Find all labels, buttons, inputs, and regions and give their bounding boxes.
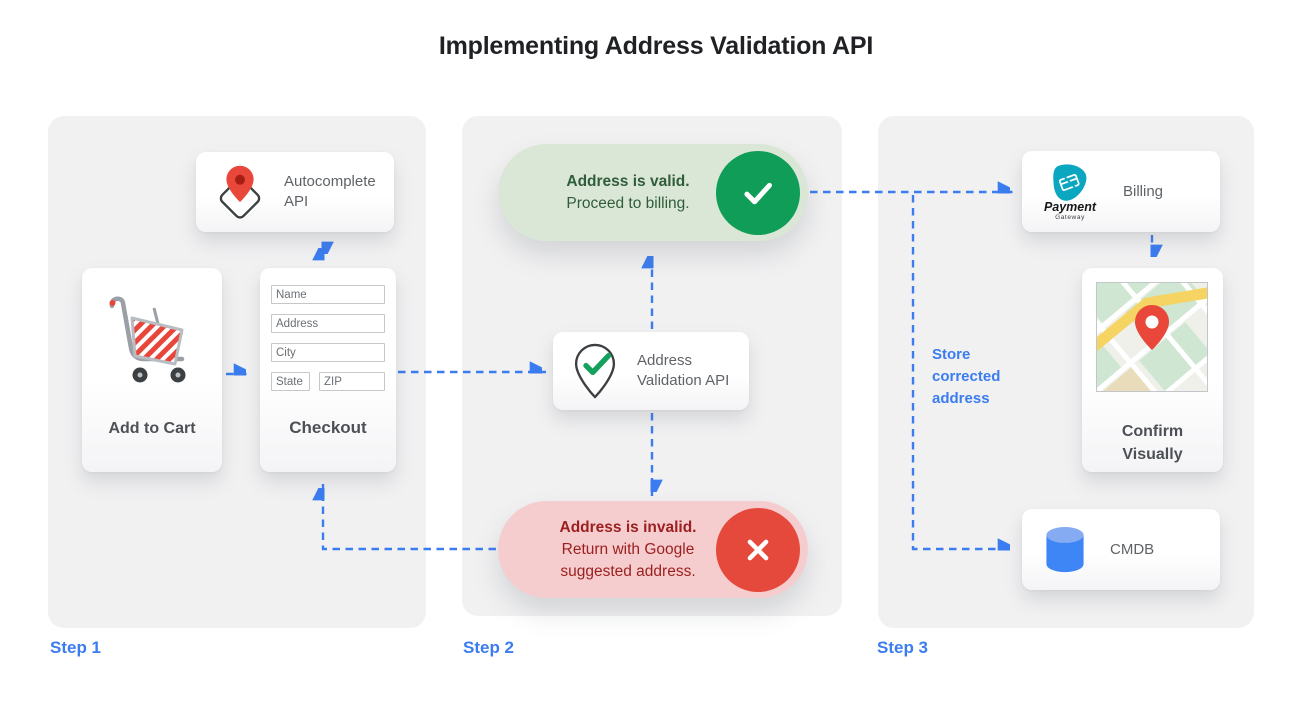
map-pin-diamond-icon (219, 165, 261, 219)
map-thumbnail-pin-icon (1096, 282, 1208, 392)
address-field[interactable] (271, 314, 385, 333)
address-validation-api-node[interactable]: Address Validation API (553, 332, 749, 410)
database-cylinder-icon (1046, 526, 1084, 572)
invalid-title: Address is invalid. (559, 518, 697, 536)
billing-label: Billing (1123, 182, 1164, 200)
checkout-form (271, 285, 385, 401)
confirm-visually-label: Confirm Visually (1121, 423, 1184, 464)
x-circle-icon (716, 507, 800, 592)
confirm-visually-node[interactable]: Confirm Visually (1082, 268, 1223, 472)
check-circle-icon (716, 150, 800, 235)
address-invalid-banner: Address is invalid. Return with Google s… (498, 501, 808, 598)
add-to-cart-label: Add to Cart (108, 420, 196, 437)
address-validation-api-label: Address Validation API (637, 352, 730, 389)
valid-title: Address is valid. (566, 172, 690, 190)
cmdb-label: CMDB (1110, 540, 1155, 558)
address-valid-banner: Address is valid. Proceed to billing. (498, 144, 808, 241)
name-field[interactable] (271, 285, 385, 304)
step3-label: Step 3 (877, 638, 929, 657)
shopping-cart-icon (109, 296, 186, 383)
checkout-label: Checkout (289, 418, 367, 437)
store-corrected-address-note: Store corrected address (932, 346, 1001, 408)
zip-field[interactable] (319, 372, 385, 391)
pin-check-icon (574, 343, 616, 399)
step1-label: Step 1 (50, 638, 102, 657)
page-title: Implementing Address Validation API (438, 32, 874, 60)
payment-logo-subtitle: Gateway (1055, 213, 1085, 221)
payment-logo-title: Payment (1043, 200, 1097, 214)
cmdb-node[interactable]: CMDB (1022, 509, 1220, 590)
step2-label: Step 2 (463, 638, 515, 657)
autocomplete-api-node[interactable]: Autocomplete API (196, 152, 394, 232)
state-field[interactable] (271, 372, 310, 391)
checkout-node[interactable]: Checkout (260, 268, 396, 472)
invalid-subtitle: Return with Google suggested address. (560, 540, 696, 580)
autocomplete-api-label: Autocomplete API (284, 173, 376, 210)
valid-subtitle: Proceed to billing. (566, 194, 690, 212)
city-field[interactable] (271, 343, 385, 362)
billing-node[interactable]: Payment Gateway Billing (1022, 151, 1220, 232)
payment-gateway-logo: Payment Gateway (1037, 162, 1103, 221)
add-to-cart-node[interactable]: Add to Cart (82, 268, 222, 472)
